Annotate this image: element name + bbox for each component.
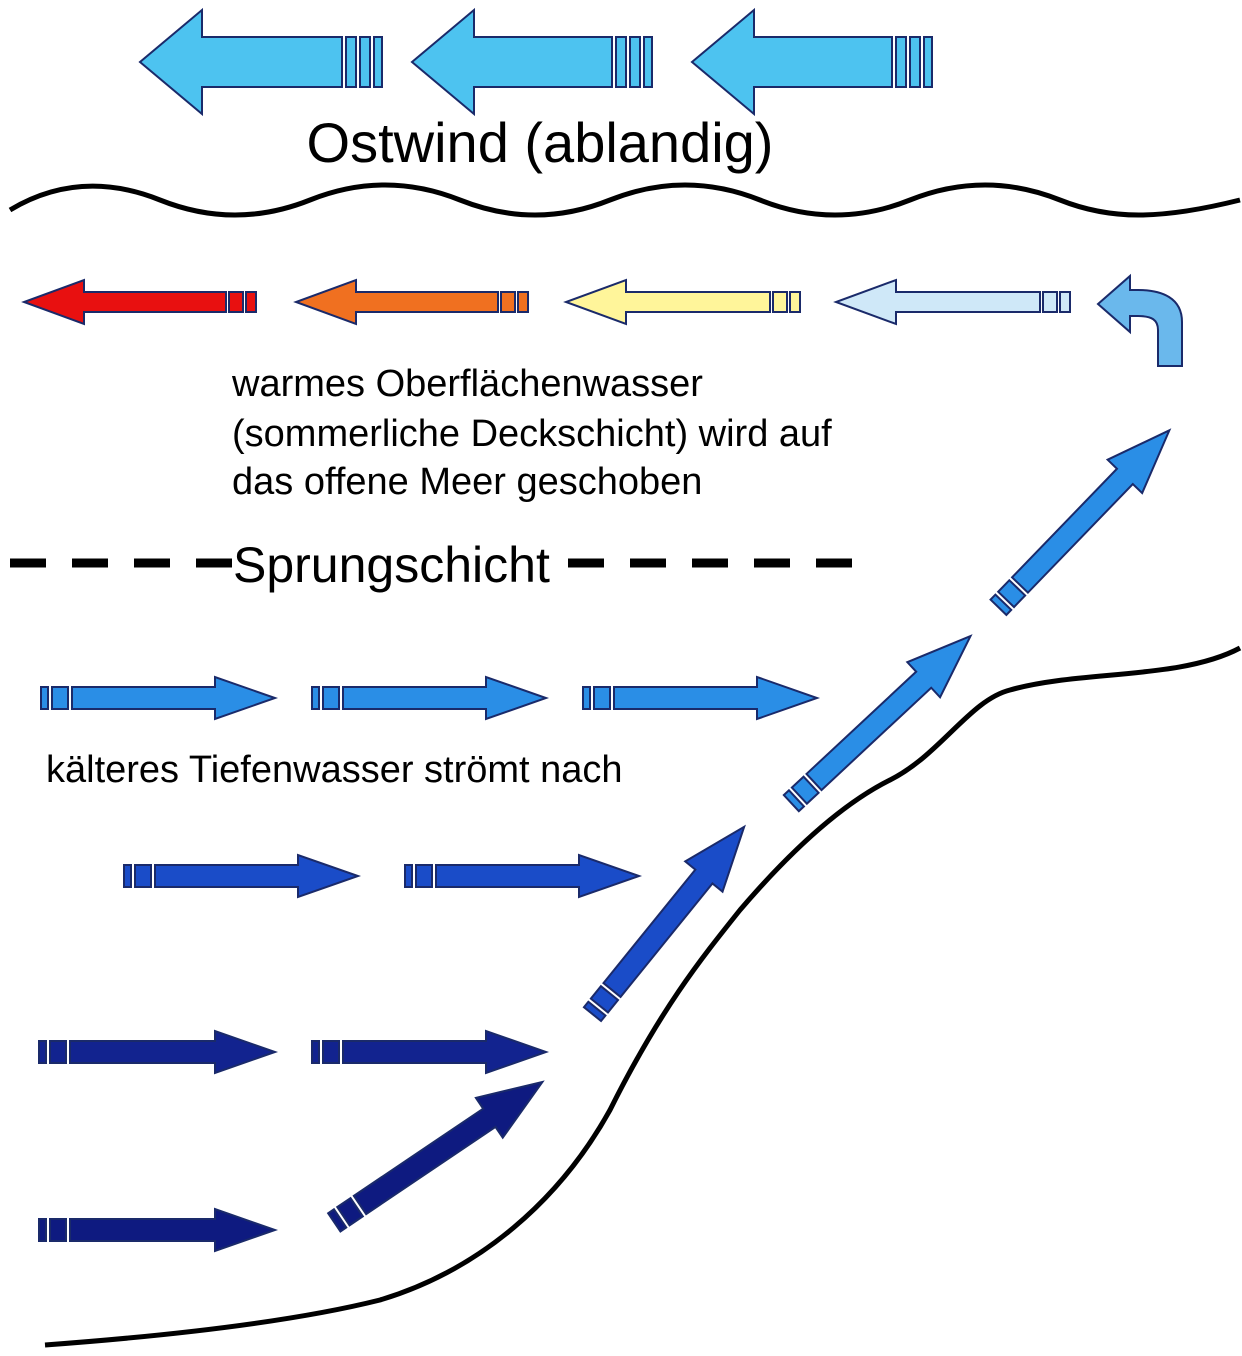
deep-arrow-tail-stripe [123,864,132,888]
deep-arrow-tail-stripe [404,864,413,888]
deep-arrow-body [435,853,643,899]
deep-arrow-tail-stripe [311,1040,320,1064]
surface-arrow [833,278,1071,326]
deep-arrow [123,853,362,899]
upwelling-arrow-tail-stripe [782,788,806,813]
turn-arrow [1096,273,1183,367]
deep-arrow-tail-stripe [311,686,320,710]
wind-arrow [138,7,383,117]
upwelling-arrow [582,824,746,1023]
upwelling-arrow-tail-stripe [589,984,620,1014]
surface-arrow-tail-stripe [245,291,257,313]
deep-arrow-tail-stripe [322,686,340,710]
deep-arrow [582,675,821,721]
wind-arrow-tail-stripe [909,36,921,88]
surface-arrow-body [293,278,499,326]
upwelling-arrow-tail-stripe [790,775,820,806]
wind-arrow-tail-stripe [359,36,371,88]
surface-arrow-tail-stripe [789,291,801,313]
deep-arrow-tail-stripe [593,686,611,710]
surface-arrow [21,278,257,326]
deep-arrow [40,675,279,721]
surface-arrow-tail-stripe [228,291,244,313]
deep-arrow-tail-stripe [322,1040,340,1064]
surface-arrow-body [21,278,227,326]
upwelling-arrow-body [602,824,746,999]
wind-arrow-tail-stripe [615,36,627,88]
wind-arrow-tail-stripe [629,36,641,88]
upwelling-arrow-tail-stripe [996,578,1027,609]
surface-arrow-tail-stripe [772,291,788,313]
deep-arrow [38,1207,279,1253]
wind-arrow-tail-stripe [373,36,383,88]
deep-arrow-tail-stripe [40,686,49,710]
surface-arrow-body [563,278,771,326]
deep-arrow-body [613,675,821,721]
deep-arrow-body [154,853,362,899]
upwelling-arrow [782,634,973,813]
wind-arrow-body [690,7,893,117]
deep-arrow-tail-stripe [51,686,69,710]
deep-arrow [311,675,550,721]
surface-arrow-tail-stripe [517,291,529,313]
wind-arrow [410,7,653,117]
upwelling-arrow-tail-stripe [989,593,1013,617]
wind-arrow-tail-stripe [895,36,907,88]
wind-arrow-tail-stripe [923,36,933,88]
sea-floor-line [44,645,1242,1348]
surface-arrow-tail-stripe [1059,291,1071,313]
wind-arrow [690,7,933,117]
deep-arrow-body [71,675,279,721]
surface-arrow [563,278,801,326]
deep-arrow-body [342,1029,550,1075]
upwelling-arrow [326,1080,545,1233]
surface-label-line-1: warmes Oberflächenwasser [231,363,703,405]
deep-arrow-tail-stripe [38,1040,47,1064]
deep-arrow-tail-stripe [49,1218,67,1242]
wind-arrow-tail-stripe [345,36,357,88]
deep-arrow-tail-stripe [49,1040,67,1064]
arrows-layer [21,7,1183,1253]
upwelling-arrow-tail-stripe [582,1000,607,1023]
deep-arrow [404,853,643,899]
deep-arrow-tail-stripe [134,864,152,888]
deep-arrow-body [69,1207,279,1253]
upwelling-arrow [989,428,1172,617]
surface-label-line-2: (sommerliche Deckschicht) wird auf [232,413,832,455]
deep-arrow-body [69,1029,279,1075]
upwelling-arrow-body [1010,428,1172,595]
deep-arrow-body [342,675,550,721]
deep-arrow-tail-stripe [415,864,433,888]
wind-arrow-body [138,7,343,117]
upwelling-arrow-body [805,634,973,792]
upwelling-arrow-tail-stripe [326,1207,348,1233]
thermocline-label: Sprungschicht [233,537,550,593]
surface-arrow-body [833,278,1041,326]
upwelling-arrow-body [352,1080,545,1216]
wind-arrow-tail-stripe [643,36,653,88]
sea-surface-line [8,182,1241,218]
upwelling-arrow-tail-stripe [335,1196,365,1227]
surface-label-line-3: das offene Meer geschoben [232,461,702,503]
deep-arrow-tail-stripe [38,1218,47,1242]
deep-arrow [38,1029,279,1075]
surface-arrow [293,278,529,326]
deep-water-label: kälteres Tiefenwasser strömt nach [46,749,623,791]
wind-arrow-body [410,7,613,117]
surface-arrow-tail-stripe [500,291,516,313]
surface-arrow-tail-stripe [1042,291,1058,313]
deep-arrow-tail-stripe [582,686,591,710]
deep-arrow [311,1029,550,1075]
wind-label: Ostwind (ablandig) [307,111,774,174]
